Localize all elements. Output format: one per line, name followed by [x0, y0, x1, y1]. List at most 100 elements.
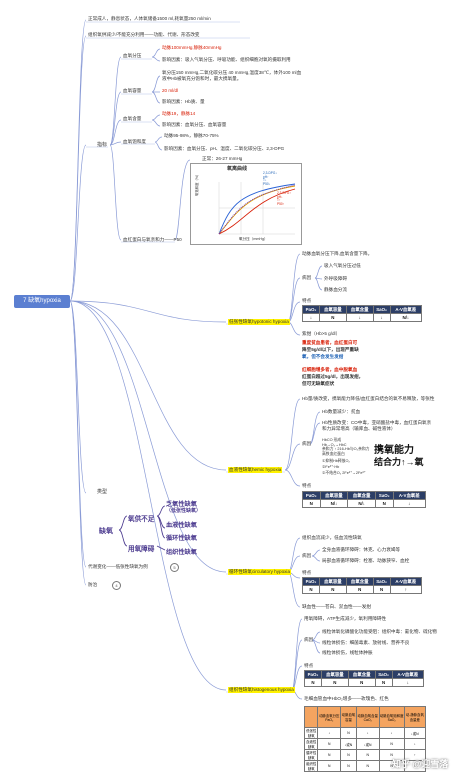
content-node[interactable]: 血氧含量 — [123, 116, 142, 121]
hemic-feature-node[interactable]: 特点 — [302, 483, 312, 488]
hypotonic-feature-node[interactable]: 特点 — [302, 298, 312, 303]
hypotonic-note-3: 降至5g/dl以下，出现严重缺 — [302, 347, 359, 352]
circulatory-node[interactable]: 循环性缺氧circulatory hypoxia — [228, 569, 292, 575]
table-header: SaO₂ — [375, 491, 394, 500]
table-header: A-V血氧差 — [389, 305, 423, 314]
types-supply: 氧供不足 — [128, 516, 155, 523]
formula-line: HbCO 形成 — [322, 438, 342, 442]
table-cell: N — [318, 585, 347, 594]
types-brackets — [118, 505, 166, 551]
hemic-cause-node[interactable]: 病因 — [302, 441, 312, 446]
summary-cell: N — [340, 760, 357, 772]
table-cell: N — [302, 499, 321, 508]
table-header: 血氧容量 — [319, 491, 349, 500]
histo-feature-node[interactable]: 特点 — [304, 663, 314, 668]
table-header: 血氧容量 — [320, 670, 349, 679]
curve-plot — [218, 182, 296, 235]
hypotonic-cause-3: 静脉血分流 — [324, 287, 347, 292]
table-header: A-V血氧差 — [389, 577, 423, 586]
type-hypotonic-alias: （低张性缺氧） — [166, 508, 202, 514]
curve-xlabel: 氧分压（mmHg） — [239, 237, 268, 241]
histo-def: 用氧障碍，ATP生成减少，氧利用障碍性 — [304, 616, 387, 621]
treat-node[interactable]: 防治 — [88, 582, 98, 587]
indicators-node[interactable]: 指标 — [97, 142, 108, 148]
table-cell: N — [372, 585, 391, 594]
mechanism-line: ②不结合O₂ 2Fe²⁺→2Fe³⁺ — [322, 471, 366, 475]
types-root: 缺氧 — [99, 528, 113, 535]
types-node[interactable]: 类型 — [97, 489, 108, 495]
hypotonic-cause-node[interactable]: 病因 — [302, 275, 312, 280]
table-header: SaO₂ — [372, 577, 391, 586]
formula-line: Hb→O₂→HbC — [322, 442, 347, 447]
root-node[interactable]: 7 缺氧hypoxia — [14, 295, 70, 308]
curve-title: 氧离曲线 — [227, 166, 248, 172]
table-cell: N — [375, 499, 394, 508]
content-factors: 影响因素：血氧分压、血氧容量 — [162, 122, 227, 127]
metab-node[interactable]: 代谢变化——低张性缺氧为例 — [88, 564, 148, 569]
table-cell: N/↓ — [319, 499, 349, 508]
summary-cell: N — [355, 749, 380, 761]
histo-cause-node[interactable]: 病因 — [304, 637, 314, 642]
curve-legend-right: 2,3-DPG↑ pH↓ T↑ P50↑ — [277, 191, 291, 206]
table-cell: N/↓ — [389, 313, 423, 322]
p50-node[interactable]: 血红蛋白与氧亲和力——P50 — [123, 237, 182, 242]
saturation-node[interactable]: 血氧饱和度 — [123, 139, 146, 144]
legend-item: 2,3-DPG↑ — [277, 191, 291, 195]
table-header: 血氧含量 — [347, 491, 376, 500]
table-cell: ↓ — [391, 678, 425, 687]
summary-cell: N — [317, 760, 342, 772]
legend-item: T↓ — [263, 178, 267, 183]
types-diagram: 缺氧 氧供不足 用氧障碍 乏氧性缺氧 （低张性缺氧） 血液性缺氧 循环性缺氧 组… — [95, 494, 215, 564]
table-header: 血氧含量 — [345, 305, 374, 314]
table-cell: N — [345, 585, 374, 594]
legend-item: pH↑ — [263, 174, 269, 179]
treat-count-badge[interactable]: 4 — [112, 581, 121, 590]
table-cell: ↓ — [372, 313, 391, 322]
hemic-co: Hb性质改变：CO中毒，亚硝酸盐中毒，血红蛋白氧亲和力异常增高（输库血、碱性液体… — [322, 420, 432, 431]
summary-cell: 血液性缺氧 — [303, 738, 319, 750]
summary-cell: 循环性缺氧 — [303, 749, 319, 761]
hypotonic-node[interactable]: 低张性缺氧hypotonic hypoxia — [228, 319, 290, 325]
legend-item: pH↓ — [277, 194, 283, 199]
table-cell: N/↓ — [347, 499, 376, 508]
oxygen-curve-figure: 氧离曲线 氧饱和度（%） 氧分压（mmHg） 2,3-DPG↓ pH↑ T↓ P… — [190, 163, 302, 245]
content-normal: 动脉19，静脉14 — [162, 111, 196, 116]
table-cell: N — [347, 678, 376, 687]
table-header: 血氧容量 — [318, 305, 347, 314]
mechanism-line: ①抑制Hb释放O₂ — [322, 459, 350, 463]
type-hemic: 血液性缺氧 — [166, 522, 197, 529]
histogenous-node[interactable]: 组织性缺氧histogenous hypoxia — [228, 687, 295, 693]
summary-cell: N — [378, 738, 405, 750]
summary-table: 动脉血氧分压PaO₂ 动脉血氧容量 动脉血氧含量CaO₂ 动脉血氧饱和度SaO₂… — [303, 706, 427, 772]
hemic-node[interactable]: 血液性缺氧hemic hypoxia — [228, 467, 283, 473]
capacity-node[interactable]: 血氧容量 — [123, 88, 142, 93]
hypotonic-note-2: 重度贫血患者，血红蛋白可 — [302, 340, 358, 345]
type-hypotonic: 乏氧性缺氧 — [166, 501, 197, 508]
table-cell: ↓ — [302, 313, 320, 322]
hemic-formula: HbCO 形成 Hb→O₂→HbC 亲和力 ↑ 216-Hb与O₂亲和力 高铁血… — [322, 438, 369, 456]
circ-cause-node[interactable]: 病因 — [302, 553, 312, 558]
metab-count-badge[interactable]: 5 — [170, 563, 179, 572]
po2-normal: 动脉100mmHg,静脉40mmHg — [162, 45, 222, 50]
formula-line: 亲和力 ↑ 216-Hb与O₂亲和力 — [322, 447, 370, 452]
table-header: A-V血氧差 — [392, 491, 427, 500]
table-header: 血氧含量 — [347, 670, 376, 679]
table-cell: N — [302, 585, 320, 594]
circ-feature-node[interactable]: 特点 — [302, 570, 312, 575]
table-header: PaO₂ — [302, 577, 320, 586]
table-header: SaO₂ — [374, 670, 393, 679]
po2-node[interactable]: 血氧分压 — [123, 53, 142, 58]
table-cell: N — [318, 313, 347, 322]
summary-cell: N — [355, 760, 380, 772]
curve-legend-left: 2,3-DPG↓ pH↑ T↓ P50↓ — [263, 171, 277, 186]
table-cell: ↓ — [392, 499, 427, 508]
p50-normal: 正常：26-27 mmHg — [202, 156, 243, 161]
histo-cause-1: 线粒体氧化磷酸化功能受阻：组织中毒：氰化物、硫化物 — [322, 629, 437, 634]
summary-cell: ↓ — [403, 760, 427, 772]
summary-cell: ↓或N — [403, 727, 427, 739]
type-histogenous: 组织性缺氧 — [166, 549, 197, 556]
summary-cell: ↓或N — [340, 738, 357, 750]
summary-header: 动脉血氧含量CaO₂ — [355, 706, 380, 728]
